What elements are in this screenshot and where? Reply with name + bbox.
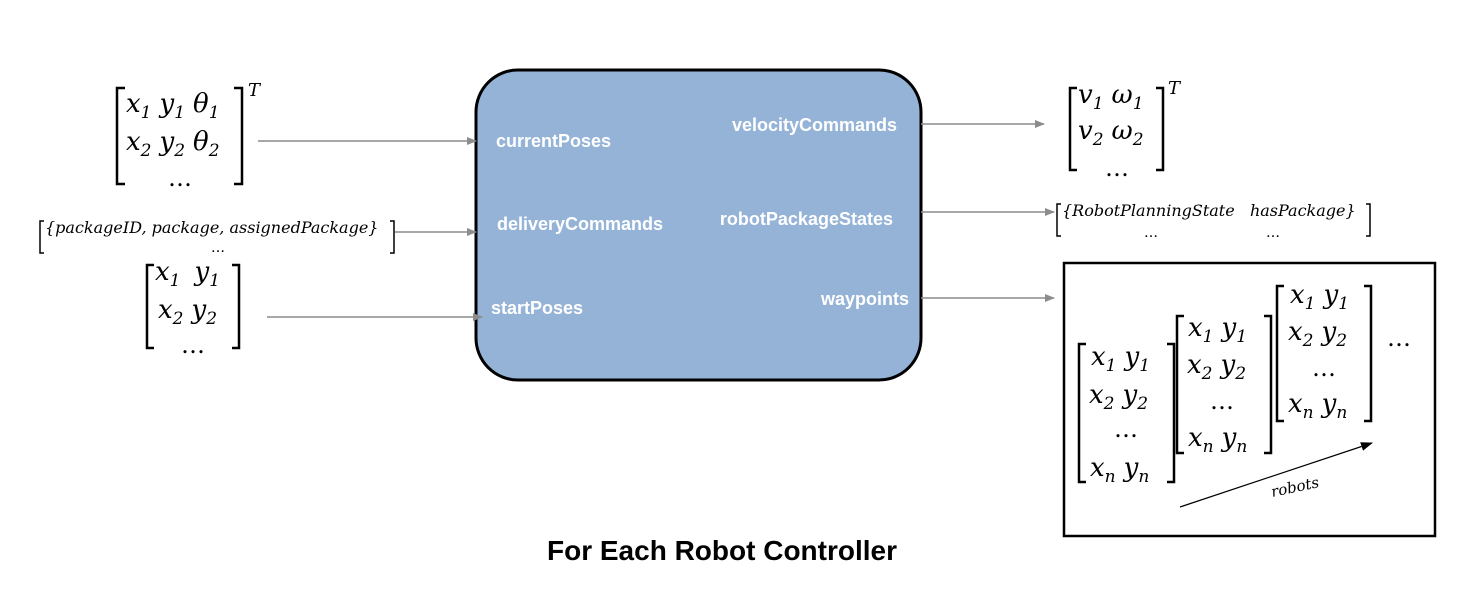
output-port-waypoints: waypoints [820,289,909,309]
waypoints-m2-ellipsis: … [1210,387,1234,415]
waypoints-m3-ellipsis: … [1312,354,1336,382]
robot-package-states-ellipsis-2: … [1266,225,1280,241]
waypoints-panel-frame [1062,261,1437,538]
current-poses-transpose: T [248,80,262,101]
controller-block [474,68,923,382]
velocity-commands-transpose: T [1168,78,1182,99]
diagram-caption: For Each Robot Controller [547,535,897,566]
output-port-robot-package-states: robotPackageStates [720,209,893,229]
input-port-delivery-commands: deliveryCommands [497,214,663,234]
delivery-commands-entry: {packageID, package, assignedPackage} [45,218,378,237]
delivery-commands-ellipsis: … [211,240,225,256]
robots-axis-arrow [1179,442,1373,508]
velocity-commands-ellipsis: … [1105,154,1129,182]
waypoints-more-robots-ellipsis: … [1387,324,1411,352]
current-poses-ellipsis: … [168,164,192,192]
robot-package-states-entry: {RobotPlanningState hasPackage} [1062,201,1356,220]
delivery-commands-matrix: {packageID, package, assignedPackage} … [39,218,395,256]
input-port-current-poses: currentPoses [496,131,611,151]
output-port-velocity-commands: velocityCommands [732,115,897,135]
waypoints-m1-ellipsis: … [1114,415,1138,443]
input-port-start-poses: startPoses [491,298,583,318]
robot-package-states-matrix: {RobotPlanningState hasPackage} … … [1056,201,1371,241]
start-poses-ellipsis: … [181,331,205,359]
robot-package-states-ellipsis-1: … [1144,225,1158,241]
